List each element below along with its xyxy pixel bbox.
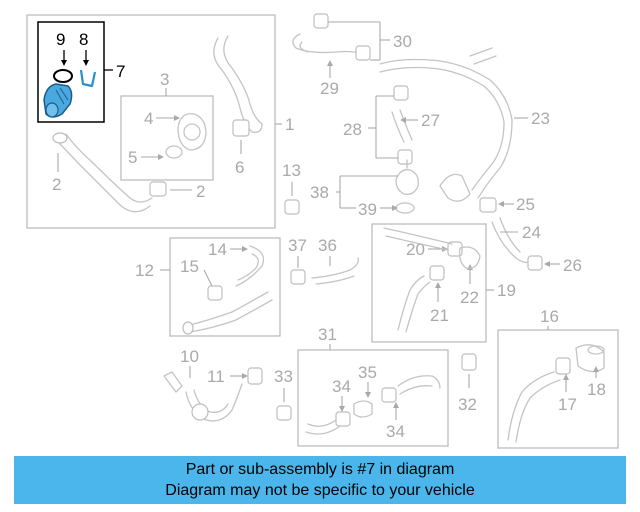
callout-34a[interactable]: 34 [332, 377, 351, 396]
clamp-part-21[interactable] [429, 265, 445, 281]
pipe-part-23[interactable] [379, 47, 513, 202]
callout-39[interactable]: 39 [358, 200, 377, 219]
group-box-16: 16 17 18 [497, 307, 619, 449]
callout-16[interactable]: 16 [540, 307, 559, 326]
valve-part-38[interactable] [395, 159, 419, 195]
callout-18[interactable]: 18 [587, 380, 606, 399]
callout-11[interactable]: 11 [207, 367, 225, 386]
gasket-part-5[interactable] [165, 145, 183, 159]
callout-33[interactable]: 33 [274, 367, 293, 386]
clamp-part-25[interactable] [479, 197, 497, 213]
clamp-part-17[interactable] [555, 357, 571, 375]
callout-6[interactable]: 6 [235, 158, 244, 177]
callout-8[interactable]: 8 [79, 30, 88, 49]
hose-part-29[interactable] [292, 13, 371, 61]
clamp-part-33[interactable] [276, 405, 292, 421]
callout-14[interactable]: 14 [208, 240, 227, 259]
hose-part-27[interactable] [391, 85, 413, 165]
callout-29[interactable]: 29 [320, 79, 339, 98]
thermostat-part-4[interactable] [177, 113, 207, 151]
callout-37[interactable]: 37 [288, 236, 307, 255]
pipe-part-12[interactable] [182, 291, 273, 335]
callout-5[interactable]: 5 [128, 148, 137, 167]
callout-15[interactable]: 15 [180, 257, 199, 276]
callout-2a[interactable]: 2 [52, 175, 61, 194]
banner-line-part-info: Part or sub-assembly is #7 in diagram [185, 461, 455, 478]
callout-38[interactable]: 38 [310, 183, 329, 202]
hose-part-24[interactable] [491, 217, 543, 271]
clamp-part-32[interactable] [461, 353, 477, 371]
callout-36[interactable]: 36 [318, 236, 337, 255]
callout-13[interactable]: 13 [282, 161, 301, 180]
connector-part-7[interactable] [43, 83, 73, 118]
callout-17[interactable]: 17 [558, 395, 577, 414]
callout-35[interactable]: 35 [358, 363, 377, 382]
clamp-part-6[interactable] [232, 119, 250, 137]
hose-part-36[interactable] [311, 257, 359, 285]
callout-26[interactable]: 26 [563, 256, 582, 275]
group-box-12: 12 14 15 [135, 237, 281, 337]
hose-part-14[interactable] [235, 245, 265, 287]
callout-7[interactable]: 7 [116, 62, 125, 81]
callout-24[interactable]: 24 [522, 223, 541, 242]
group-box-31: 31 34 35 34 [297, 325, 449, 447]
o-ring-part-9[interactable] [53, 69, 73, 83]
clip-part-8[interactable] [79, 69, 97, 88]
clamp-part-11[interactable] [247, 367, 263, 385]
callout-30[interactable]: 30 [393, 32, 412, 51]
callout-4[interactable]: 4 [144, 109, 153, 128]
callout-22[interactable]: 22 [460, 288, 479, 307]
callout-27[interactable]: 27 [421, 111, 440, 130]
hose-part-31[interactable] [305, 375, 441, 435]
callout-28[interactable]: 28 [343, 120, 362, 139]
callout-3[interactable]: 3 [160, 70, 169, 89]
clamp-part-20[interactable] [447, 241, 463, 257]
callout-10[interactable]: 10 [180, 347, 199, 366]
callout-23[interactable]: 23 [531, 109, 550, 128]
callout-2b[interactable]: 2 [196, 182, 205, 201]
callout-34b[interactable]: 34 [386, 422, 405, 441]
callout-25[interactable]: 25 [516, 195, 535, 214]
pipe-part-10[interactable] [163, 371, 243, 422]
callout-21[interactable]: 21 [430, 306, 449, 325]
tube-part-upper[interactable] [213, 35, 263, 133]
group-box-19: 19 20 21 22 [371, 223, 516, 343]
fitting-part-22[interactable] [458, 246, 481, 269]
hose-part-16[interactable] [507, 371, 561, 443]
group-box-7: 7 9 8 [37, 21, 125, 123]
callout-9[interactable]: 9 [56, 30, 65, 49]
hose-part-19[interactable] [383, 227, 453, 333]
callout-31[interactable]: 31 [318, 325, 337, 344]
seal-part-39[interactable] [395, 202, 415, 214]
callout-1[interactable]: 1 [285, 115, 294, 134]
clamp-part-37[interactable] [290, 269, 306, 285]
banner-line-disclaimer: Diagram may not be specific to your vehi… [165, 482, 475, 499]
clamp-part-2[interactable] [149, 181, 167, 197]
fitting-part-18[interactable] [575, 344, 605, 373]
callout-19[interactable]: 19 [497, 281, 516, 300]
group-box-1: 1 [26, 14, 294, 229]
callout-20[interactable]: 20 [406, 240, 425, 259]
group-box-3: 3 4 5 [120, 70, 214, 181]
callout-12[interactable]: 12 [135, 261, 154, 280]
hose-part-2[interactable] [52, 132, 153, 213]
info-banner: Part or sub-assembly is #7 in diagram Di… [14, 456, 626, 504]
clamp-part-15[interactable] [207, 285, 223, 301]
callout-32[interactable]: 32 [458, 395, 477, 414]
clamp-part-13[interactable] [284, 199, 300, 215]
